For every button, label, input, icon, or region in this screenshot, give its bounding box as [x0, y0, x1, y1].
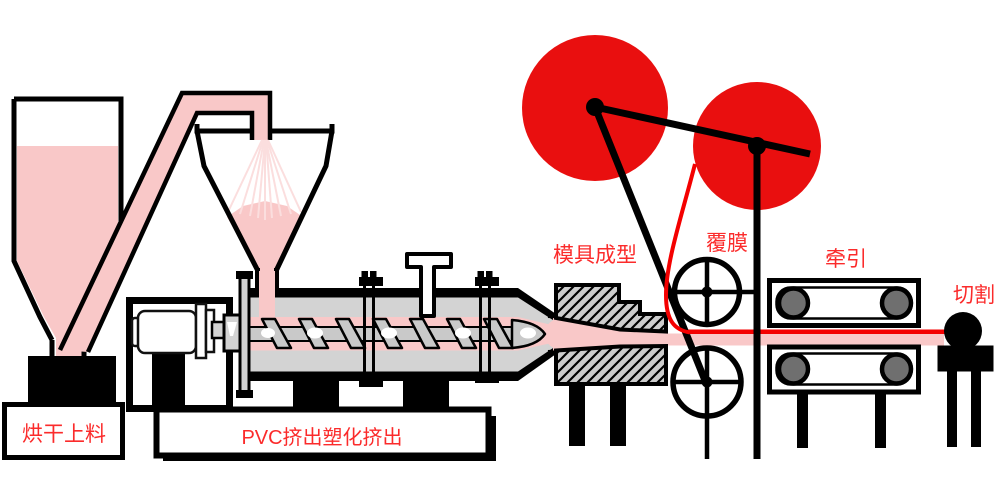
barrel-top-band	[249, 288, 518, 298]
die-leg-2	[610, 384, 626, 446]
film-strip	[663, 163, 697, 335]
vent-handle	[405, 252, 453, 318]
die-upper-block	[554, 283, 668, 334]
die-leg-1	[569, 384, 585, 446]
extruder-barrel	[222, 252, 596, 410]
roll-diagonal-rod	[591, 105, 710, 385]
cutter-leg-2	[971, 371, 981, 447]
taper-top-band	[518, 288, 556, 322]
barrel-pedestal-2	[403, 381, 449, 410]
material-spray	[227, 139, 302, 220]
film-layer	[688, 329, 947, 334]
roll-hub-left	[586, 98, 604, 116]
extruder-screw	[248, 317, 547, 350]
cutter-unit: 切割	[937, 284, 995, 447]
traction-unit: 牵引	[767, 248, 921, 448]
barrel-pedestal-1	[293, 381, 339, 410]
traction-leg-2	[875, 392, 886, 448]
pipe-material	[60, 93, 270, 352]
cutter-head	[944, 312, 982, 350]
feed-column	[259, 271, 275, 321]
roll-arm	[594, 103, 811, 158]
cutter-leg-1	[947, 371, 957, 447]
motor-body	[136, 309, 198, 355]
taper-bottom-band	[518, 346, 556, 381]
forming-die: 模具成型	[553, 244, 668, 446]
laminating-label: 覆膜	[706, 232, 748, 255]
flange-bolts-1	[359, 271, 383, 387]
tank-label: 烘干上料	[22, 423, 106, 446]
tank-base-block	[28, 356, 116, 404]
flange-bolts-2	[475, 271, 499, 383]
extruder-platform: PVC挤出塑化挤出	[153, 406, 496, 461]
traction-leg-1	[797, 392, 808, 448]
hopper-outline	[194, 124, 335, 319]
motor-flange	[194, 302, 208, 360]
die-label: 模具成型	[553, 244, 637, 267]
traction-label: 牵引	[825, 248, 867, 271]
film-laminating-station: 覆膜	[522, 35, 821, 459]
die-lower-block	[554, 343, 668, 386]
drive-motor	[126, 297, 235, 412]
conveying-pipe	[57, 90, 273, 353]
barrel-bottom-band	[249, 371, 518, 381]
pipe-outline	[57, 90, 273, 353]
coupling-mark	[227, 322, 237, 336]
pvc-sheet	[553, 318, 944, 351]
end-flange-plate	[238, 275, 251, 394]
tank-label-box	[2, 402, 125, 460]
tank-base: 烘干上料	[2, 356, 125, 460]
feed-hopper	[194, 124, 335, 319]
roll-hub-right	[748, 137, 766, 155]
cutting-label: 切割	[953, 284, 995, 307]
motor-pedestal	[152, 352, 185, 406]
extrusion-label: PVC挤出塑化挤出	[241, 426, 402, 449]
cutter-base	[937, 345, 994, 372]
